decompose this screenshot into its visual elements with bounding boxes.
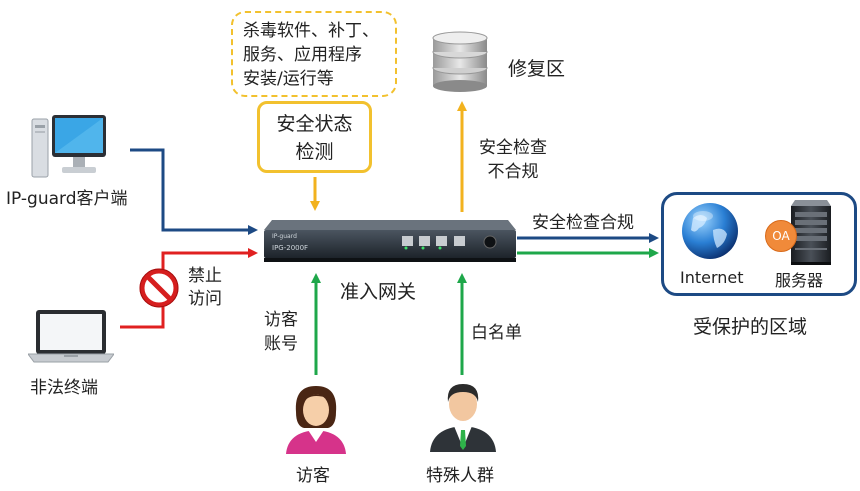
businessman-icon xyxy=(430,384,496,452)
whitelist-label: 白名单 xyxy=(471,323,522,343)
tip-box: 杀毒软件、补丁、 服务、应用程序 安装/运行等 xyxy=(231,11,397,97)
check-line-2: 检测 xyxy=(295,141,334,163)
noncompliant-line-2: 不合规 xyxy=(487,162,539,182)
oa-badge-text: OA xyxy=(772,229,790,243)
tip-line-1: 杀毒软件、补丁、 xyxy=(243,21,379,41)
gateway-brand: IP-guard xyxy=(272,233,297,240)
desktop-computer-icon xyxy=(31,115,106,178)
forbid-label: 禁止 访问 xyxy=(188,265,222,311)
forbid-line-1: 禁止 xyxy=(188,266,222,286)
female-guest-icon xyxy=(286,386,346,454)
noncompliant-line-1: 安全检查 xyxy=(479,138,547,158)
security-check-box: 安全状态 检测 xyxy=(257,101,372,173)
client-label: IP-guard客户端 xyxy=(6,189,128,209)
oa-badge: OA xyxy=(765,220,797,252)
gateway-device-icon xyxy=(264,220,516,262)
special-label: 特殊人群 xyxy=(426,466,494,486)
forbidden-icon xyxy=(139,268,179,308)
forbid-line-2: 访问 xyxy=(188,289,222,309)
guest-label: 访客 xyxy=(296,466,330,486)
server-icon xyxy=(791,200,831,265)
server-label: 服务器 xyxy=(775,271,824,290)
gateway-label: 准入网关 xyxy=(340,281,417,303)
repair-zone-label: 修复区 xyxy=(508,58,566,80)
guest-account-line-2: 账号 xyxy=(264,334,298,354)
tip-line-2: 服务、应用程序 xyxy=(243,45,362,65)
client-to-gateway-arrow xyxy=(130,148,258,235)
guest-account-line-1: 访客 xyxy=(264,310,298,330)
gateway-model: IPG-2000F xyxy=(272,244,309,252)
database-icon xyxy=(432,31,488,92)
check-line-1: 安全状态 xyxy=(276,113,353,135)
globe-icon xyxy=(682,203,738,259)
noncompliant-label: 安全检查 不合规 xyxy=(471,136,555,184)
protected-zone-label: 受保护的区域 xyxy=(693,316,808,338)
protected-zone-box xyxy=(661,192,857,296)
illegal-label: 非法终端 xyxy=(30,378,98,398)
guest-account-label: 访客 账号 xyxy=(264,308,298,356)
tip-line-3: 安装/运行等 xyxy=(243,69,334,89)
laptop-icon xyxy=(28,310,114,363)
internet-label: Internet xyxy=(680,268,744,287)
compliant-label: 安全检查合规 xyxy=(532,213,634,233)
